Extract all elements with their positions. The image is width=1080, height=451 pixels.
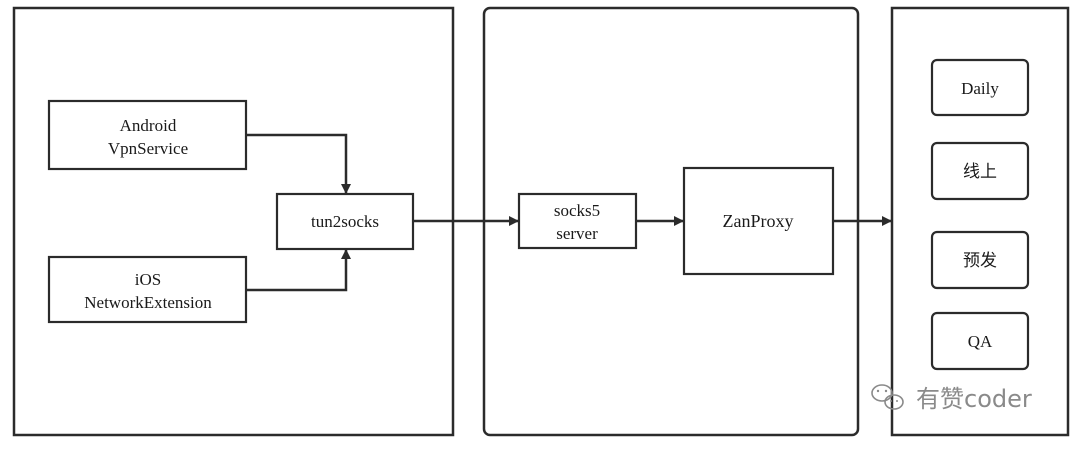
android-to-tun2socks-arrow: [246, 133, 351, 194]
watermark-text: 有赞coder: [916, 385, 1032, 413]
socks5-server-node: socks5 server: [517, 192, 638, 250]
networkextension-label: NetworkExtension: [84, 293, 212, 312]
env-online-node: 线上: [930, 141, 1030, 201]
wechat-icon: [871, 384, 904, 410]
tun2socks-label: tun2socks: [311, 212, 379, 231]
tun2socks-node: tun2socks: [275, 192, 415, 251]
env-online-label: 线上: [963, 162, 997, 181]
android-vpnservice-node: Android VpnService: [47, 99, 248, 171]
watermark: 有赞coder: [871, 384, 1032, 413]
env-pre-label: 预发: [963, 251, 997, 270]
vpnservice-label: VpnService: [108, 139, 188, 158]
ios-networkextension-node: iOS NetworkExtension: [47, 255, 248, 324]
zanproxy-label: ZanProxy: [723, 211, 794, 231]
env-daily-label: Daily: [961, 79, 999, 98]
android-label: Android: [120, 116, 177, 135]
zanproxy-node: ZanProxy: [682, 166, 835, 276]
env-pre-node: 预发: [930, 230, 1030, 290]
socks5-label: socks5: [554, 201, 600, 220]
ios-to-tun2socks-arrow: [246, 249, 351, 292]
env-qa-label: QA: [968, 332, 993, 351]
env-daily-node: Daily: [930, 58, 1030, 117]
ios-label: iOS: [135, 270, 161, 289]
server-label: server: [556, 224, 598, 243]
env-qa-node: QA: [930, 311, 1030, 371]
